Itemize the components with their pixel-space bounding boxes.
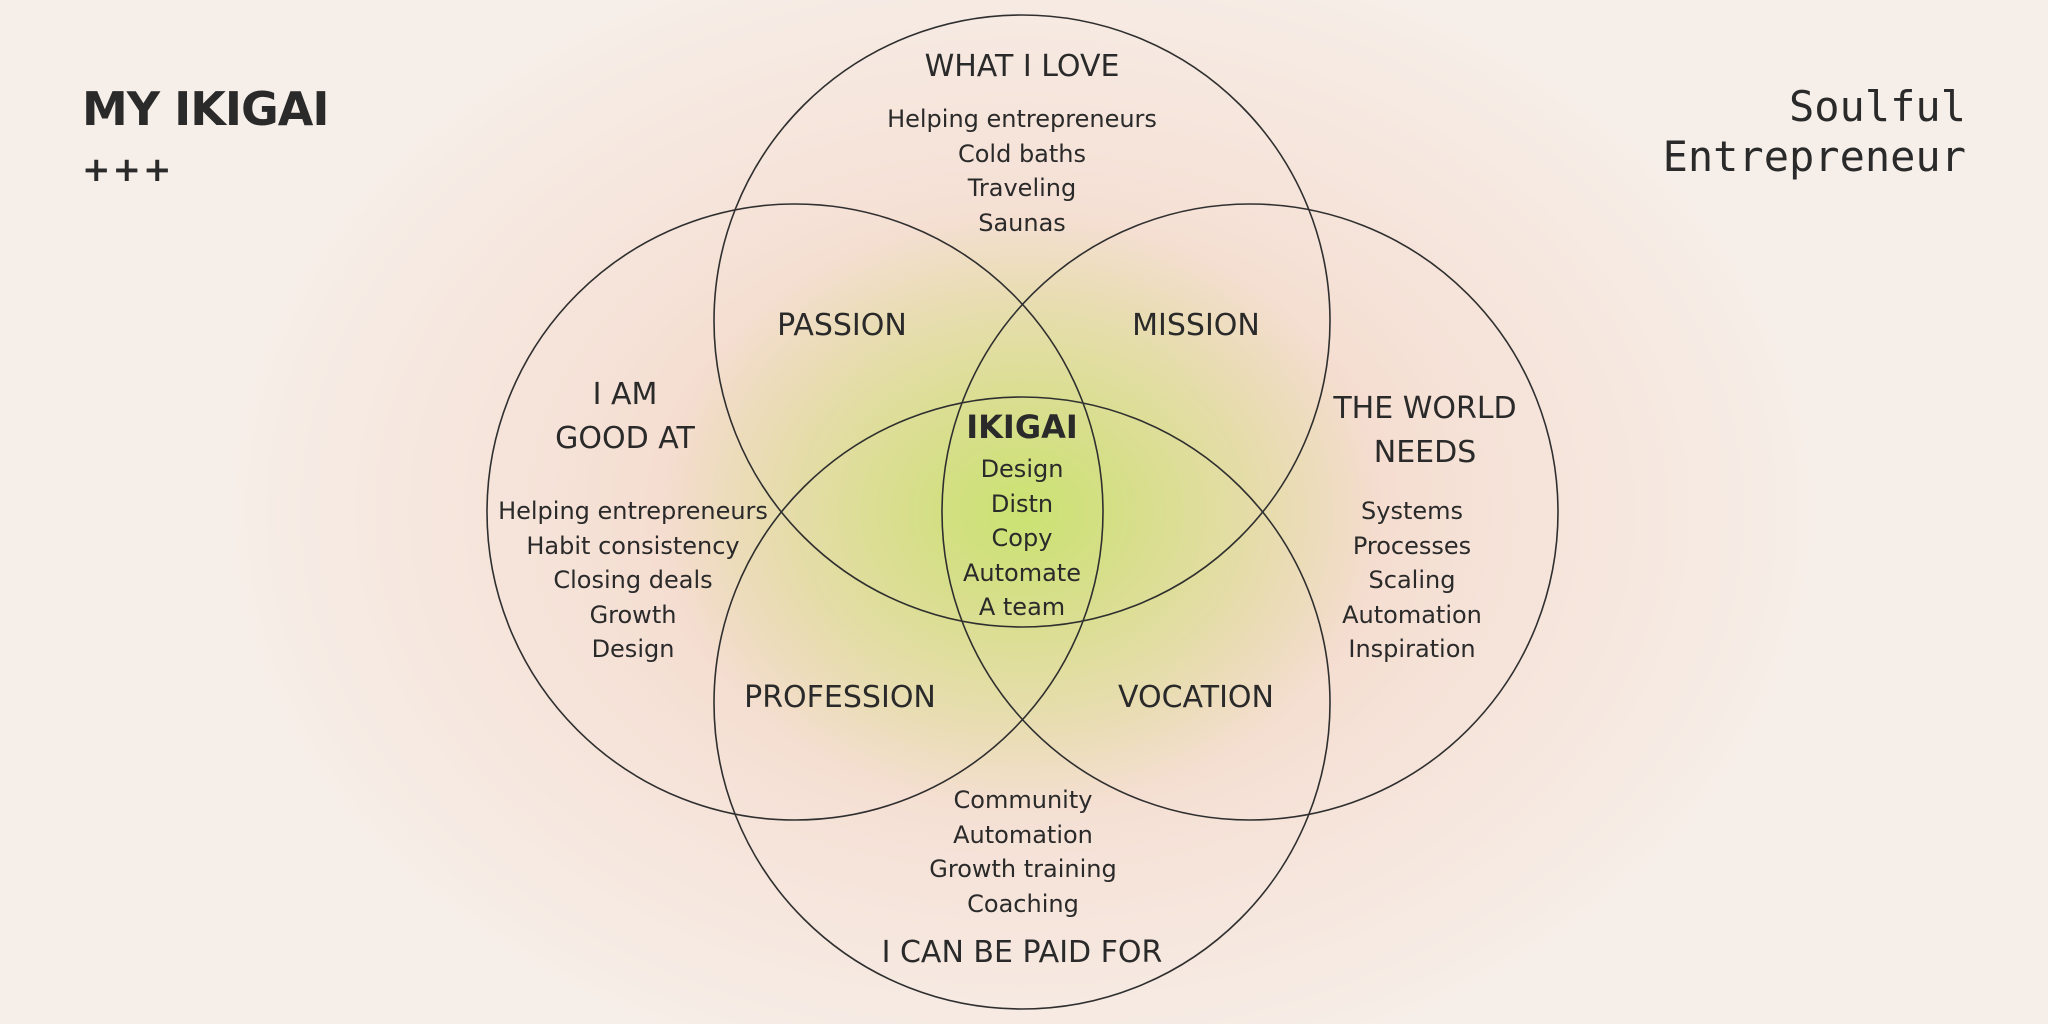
tagline-line: Entrepreneur [1662, 132, 1966, 181]
plus-decoration: +++ [82, 150, 174, 190]
title-line: GOOD AT [555, 421, 695, 456]
list-item: Processes [1352, 531, 1472, 560]
circle-i-can-be-paid-for [713, 396, 1331, 1010]
title-line: NEEDS [1373, 435, 1477, 470]
list-item: Cold baths [957, 139, 1087, 168]
zone-profession: PROFESSION [744, 680, 936, 715]
list-what-i-love: Helping entrepreneurs Cold baths Traveli… [822, 102, 1222, 240]
list-item: Design [980, 455, 1064, 483]
circle-title-the-world-needs: THE WORLD NEEDS [1275, 387, 1575, 475]
circle-title-i-can-be-paid-for: I CAN BE PAID FOR [881, 935, 1163, 970]
list-item: Design [591, 635, 675, 663]
list-item: Systems [1361, 497, 1463, 525]
list-item: Scaling [1368, 566, 1456, 594]
zone-mission: MISSION [1132, 308, 1260, 343]
list-item: Habit consistency [526, 531, 740, 560]
circle-i-am-good-at [486, 203, 1104, 821]
list-item: Coaching [967, 889, 1079, 918]
list-item: Closing deals [553, 566, 713, 594]
list-item: Helping entrepreneurs [498, 497, 768, 525]
circle-the-world-needs [941, 203, 1559, 821]
list-item: Traveling [967, 174, 1077, 202]
title-line: THE WORLD [1333, 391, 1517, 426]
zone-passion: PASSION [777, 308, 907, 343]
list-item: Growth [589, 600, 677, 629]
list-item: Saunas [978, 208, 1066, 237]
center-title-ikigai: IKIGAI [966, 408, 1078, 446]
list-item: Copy [991, 524, 1053, 552]
list-item: Helping entrepreneurs [887, 105, 1157, 133]
page-title: MY IKIGAI [82, 82, 329, 136]
list-item: Distn [990, 489, 1054, 518]
list-item: Community [953, 786, 1093, 814]
title-line: I AM [592, 377, 658, 412]
circle-title-i-am-good-at: I AM GOOD AT [475, 373, 775, 461]
list-item: Growth training [929, 855, 1117, 883]
list-the-world-needs: Systems Processes Scaling Automation Ins… [1262, 494, 1562, 667]
circle-what-i-love [713, 14, 1331, 628]
tagline: Soulful Entrepreneur [1546, 82, 1966, 182]
list-ikigai: Design Distn Copy Automate A team [922, 452, 1122, 625]
circle-title-what-i-love: WHAT I LOVE [924, 49, 1120, 84]
zone-vocation: VOCATION [1118, 680, 1274, 715]
list-item: Automation [953, 820, 1093, 849]
list-i-can-be-paid-for: Community Automation Growth training Coa… [873, 783, 1173, 921]
list-item: Automate [963, 558, 1081, 587]
tagline-line: Soulful [1788, 82, 1966, 131]
list-i-am-good-at: Helping entrepreneurs Habit consistency … [483, 494, 783, 667]
list-item: Inspiration [1348, 635, 1476, 663]
list-item: A team [978, 593, 1066, 621]
list-item: Automation [1342, 600, 1482, 629]
